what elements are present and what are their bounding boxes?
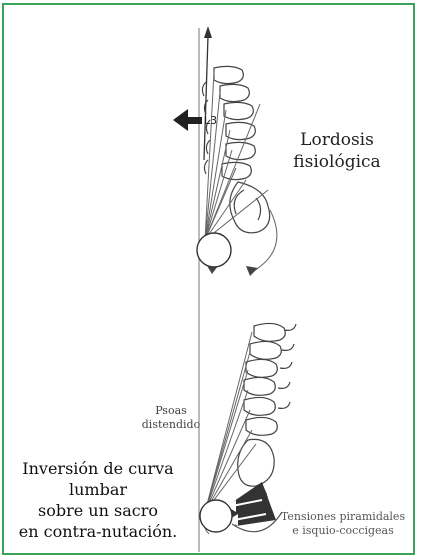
- femoral-head-top: [197, 233, 231, 267]
- vertebra-marker: L3: [204, 114, 217, 127]
- femoral-head-bottom: [200, 500, 232, 532]
- left-arrow-icon: [173, 109, 202, 131]
- tension-label: Tensiones piramidales e isquio-coccigeas: [268, 510, 418, 538]
- down-arrow-icon: [246, 266, 258, 276]
- up-arrow-icon: [204, 26, 212, 38]
- lordosis-label: Lordosis fisiológica: [282, 129, 392, 173]
- inversion-label: Inversión de curva lumbar sobre un sacro…: [8, 458, 188, 542]
- psoas-label: Psoas distendido: [126, 404, 216, 432]
